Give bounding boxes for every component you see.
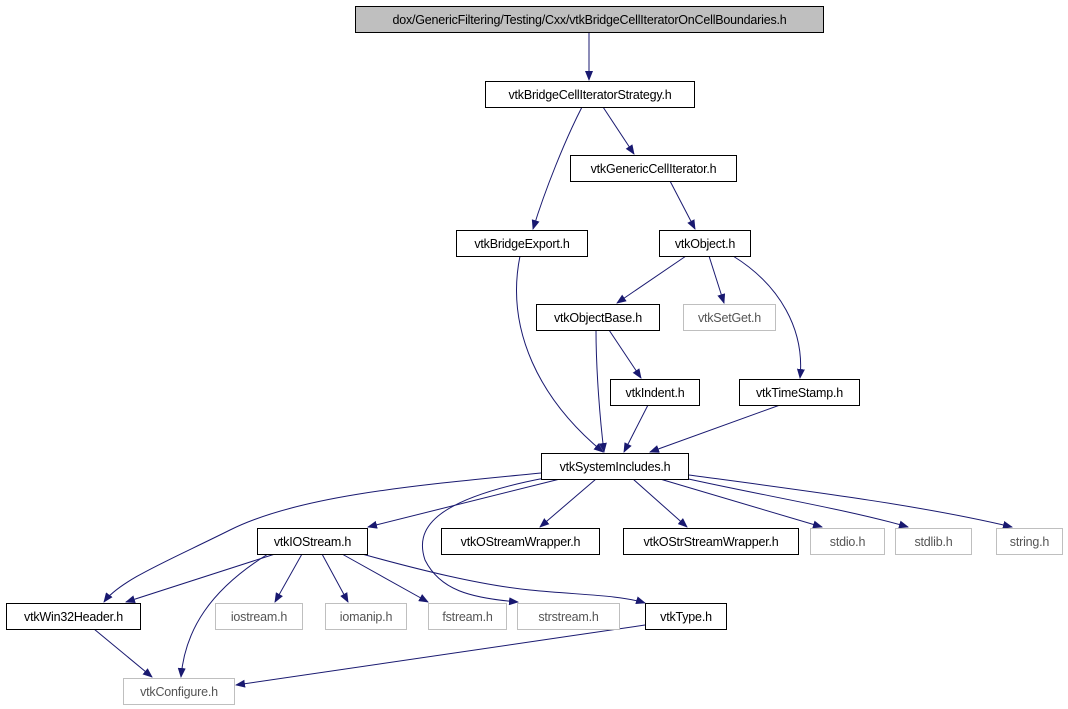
edge-objectbase-indent <box>608 329 642 379</box>
edge-iostream-configure <box>177 553 269 678</box>
edge-systemincludes-iostream-vtk <box>367 478 561 529</box>
node-object[interactable]: vtkObject.h <box>659 230 751 257</box>
edge-systemincludes-stdlib <box>683 477 909 529</box>
edge-systemincludes-ostreamwrapper <box>539 478 597 528</box>
node-bridge-export[interactable]: vtkBridgeExport.h <box>456 230 588 257</box>
edge-bridgeexport-systemincludes <box>516 255 604 453</box>
node-fstream: fstream.h <box>428 603 507 630</box>
edge-strategy-genericcelliterator <box>602 106 635 155</box>
node-vtk-iostream[interactable]: vtkIOStream.h <box>257 528 368 555</box>
edge-win32header-configure <box>93 628 153 678</box>
node-iostream: iostream.h <box>215 603 303 630</box>
edge-systemincludes-string <box>688 474 1013 529</box>
node-time-stamp[interactable]: vtkTimeStamp.h <box>739 379 860 406</box>
node-bridge-cell-iterator-strategy[interactable]: vtkBridgeCellIteratorStrategy.h <box>485 81 695 108</box>
edge-iostream-type <box>361 553 646 605</box>
edge-indent-systemincludes <box>623 404 649 453</box>
edge-objectbase-systemincludes <box>595 329 607 453</box>
edge-object-setget <box>708 255 726 304</box>
node-stdio: stdio.h <box>810 528 885 555</box>
node-strstream: strstream.h <box>517 603 620 630</box>
edge-strategy-bridgeexport <box>531 106 583 230</box>
edge-systemincludes-stdio <box>659 478 823 529</box>
node-ostream-wrapper[interactable]: vtkOStreamWrapper.h <box>441 528 600 555</box>
edge-systemincludes-win32header <box>103 472 542 603</box>
edge-genericcelliterator-object <box>669 180 696 230</box>
node-object-base[interactable]: vtkObjectBase.h <box>536 304 660 331</box>
edge-systemincludes-strstream <box>421 477 546 606</box>
edge-object-timestamp <box>732 255 805 379</box>
node-system-includes[interactable]: vtkSystemIncludes.h <box>541 453 689 480</box>
edge-timestamp-systemincludes <box>649 404 781 453</box>
edge-iostream-iostreamh <box>274 553 303 603</box>
edge-iostream-win32header <box>125 553 276 604</box>
node-string: string.h <box>996 528 1063 555</box>
edge-object-objectbase <box>616 255 687 304</box>
edge-type-configure <box>235 624 646 688</box>
node-win32-header[interactable]: vtkWin32Header.h <box>6 603 141 630</box>
node-generic-cell-iterator[interactable]: vtkGenericCellIterator.h <box>570 155 737 182</box>
node-ostrstream-wrapper[interactable]: vtkOStrStreamWrapper.h <box>623 528 799 555</box>
edge-iostream-fstream <box>341 553 429 603</box>
node-root-file[interactable]: dox/GenericFiltering/Testing/Cxx/vtkBrid… <box>355 6 824 33</box>
node-iomanip: iomanip.h <box>325 603 407 630</box>
node-type[interactable]: vtkType.h <box>645 603 727 630</box>
node-indent[interactable]: vtkIndent.h <box>610 379 700 406</box>
node-set-get: vtkSetGet.h <box>683 304 776 331</box>
node-configure: vtkConfigure.h <box>123 678 235 705</box>
edge-systemincludes-ostrstreamwrapper <box>632 478 688 528</box>
node-stdlib: stdlib.h <box>895 528 972 555</box>
edge-iostream-iomanip <box>321 553 349 603</box>
